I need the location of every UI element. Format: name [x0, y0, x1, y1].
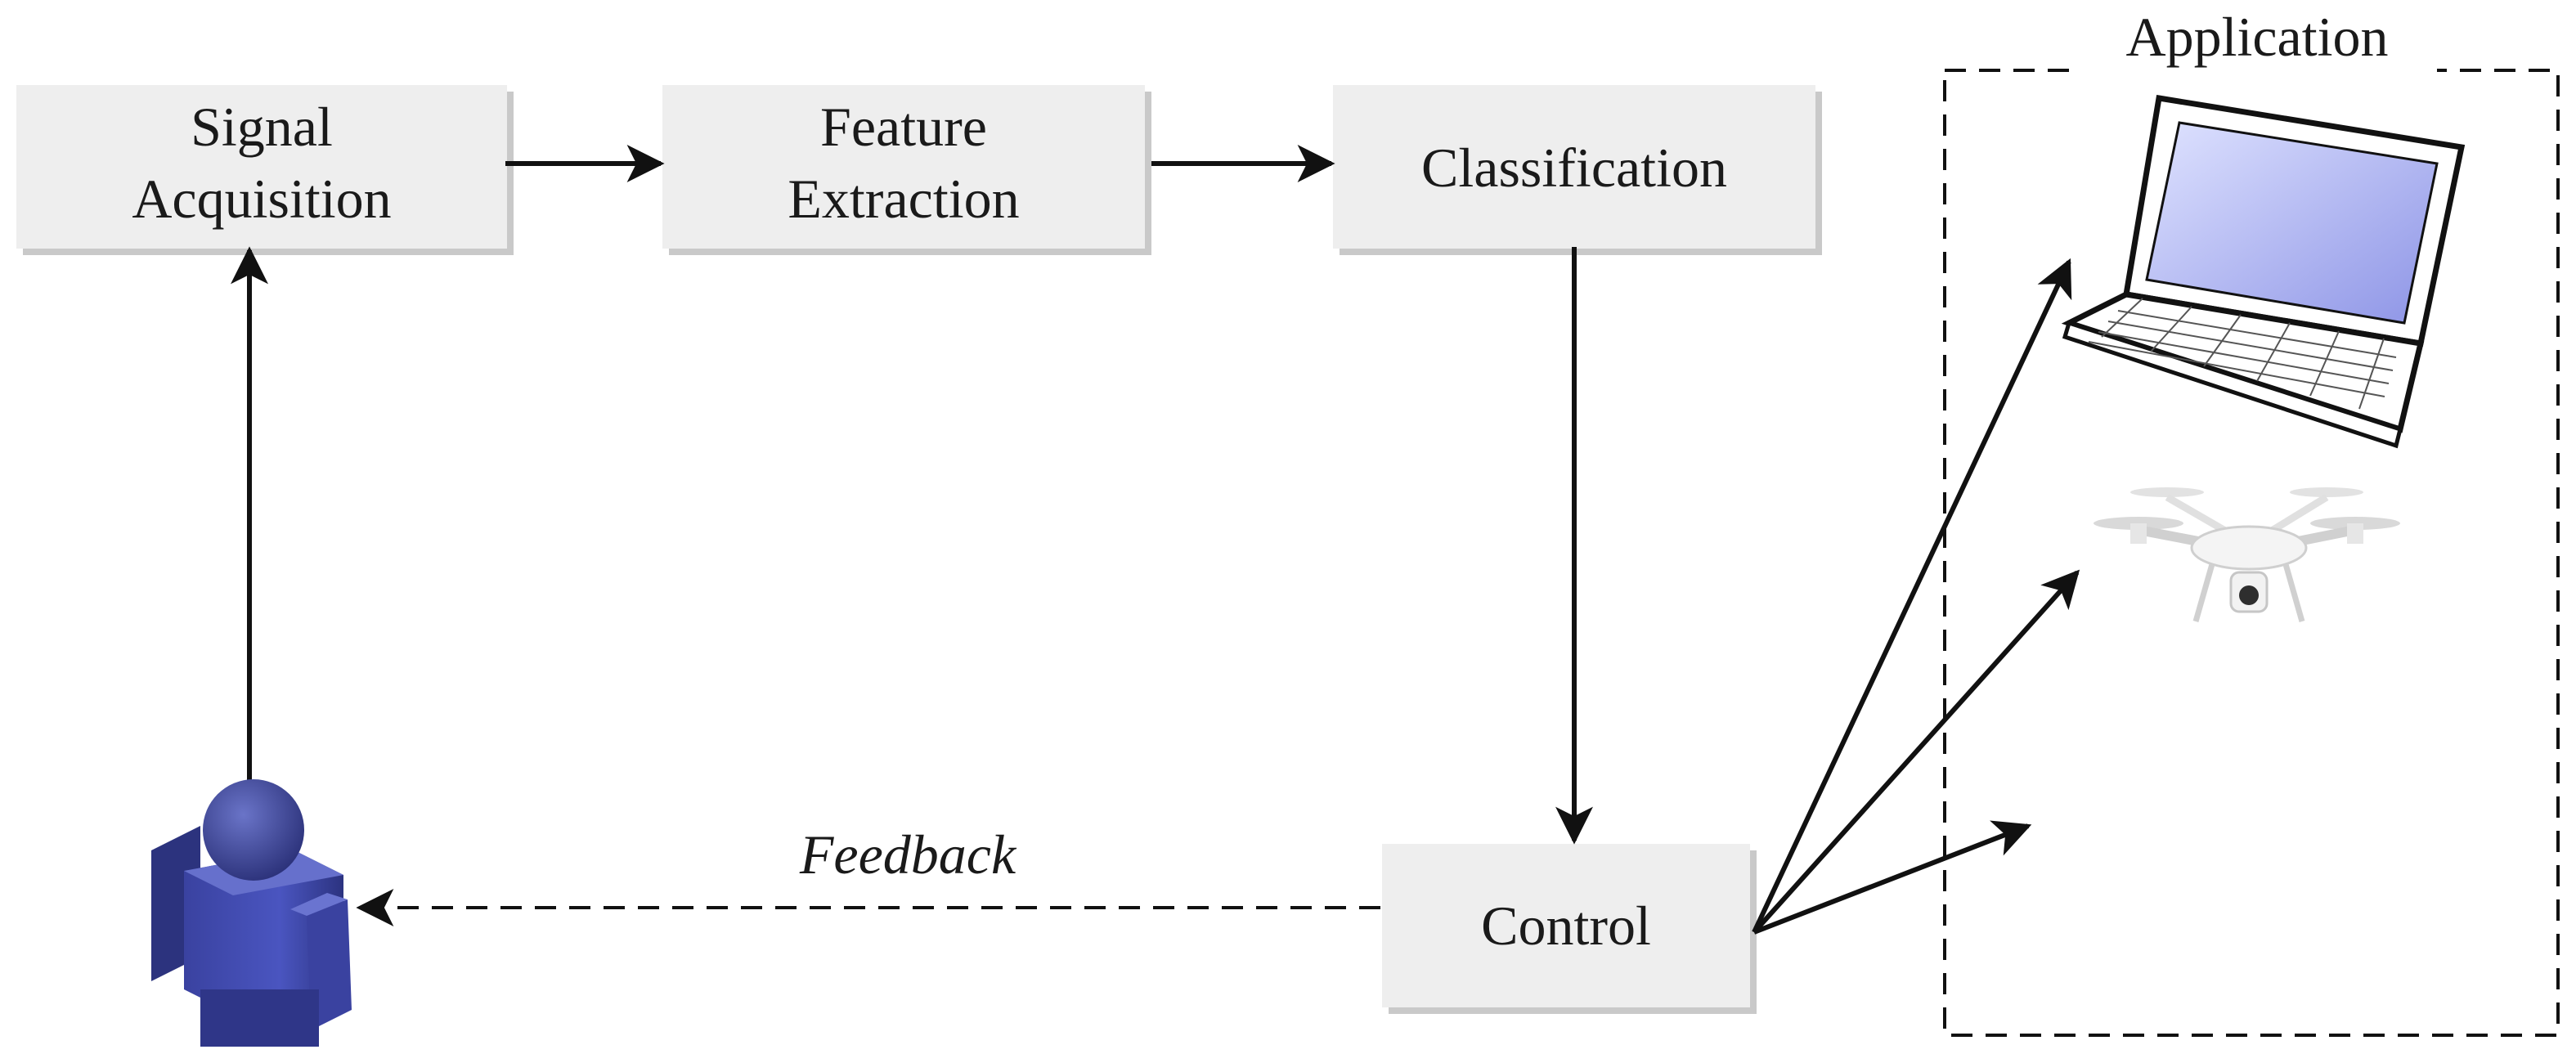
arrow-control-to-other [1752, 820, 2032, 935]
laptop-icon [2061, 94, 2466, 449]
user-icon [151, 779, 352, 1047]
classification-box: Classification [1333, 85, 1822, 255]
feedback-label: Feedback [799, 823, 1017, 886]
signal-acquisition-label-line2: Acquisition [132, 168, 391, 230]
control-label: Control [1481, 895, 1651, 957]
control-box: Control [1382, 844, 1757, 1014]
feature-extraction-label-line2: Extraction [788, 168, 1019, 230]
feature-extraction-box: Feature Extraction [662, 85, 1151, 255]
arrow-control-to-drone [1752, 569, 2080, 935]
application-label: Application [2125, 6, 2388, 68]
signal-acquisition-label-line1: Signal [191, 96, 333, 158]
drone-icon [2094, 487, 2400, 622]
signal-acquisition-box: Signal Acquisition [16, 85, 514, 255]
arrow-control-to-laptop [1752, 258, 2072, 934]
application-container: Application [1943, 6, 2560, 1037]
feature-extraction-label-line1: Feature [820, 96, 987, 158]
classification-label: Classification [1421, 137, 1727, 199]
